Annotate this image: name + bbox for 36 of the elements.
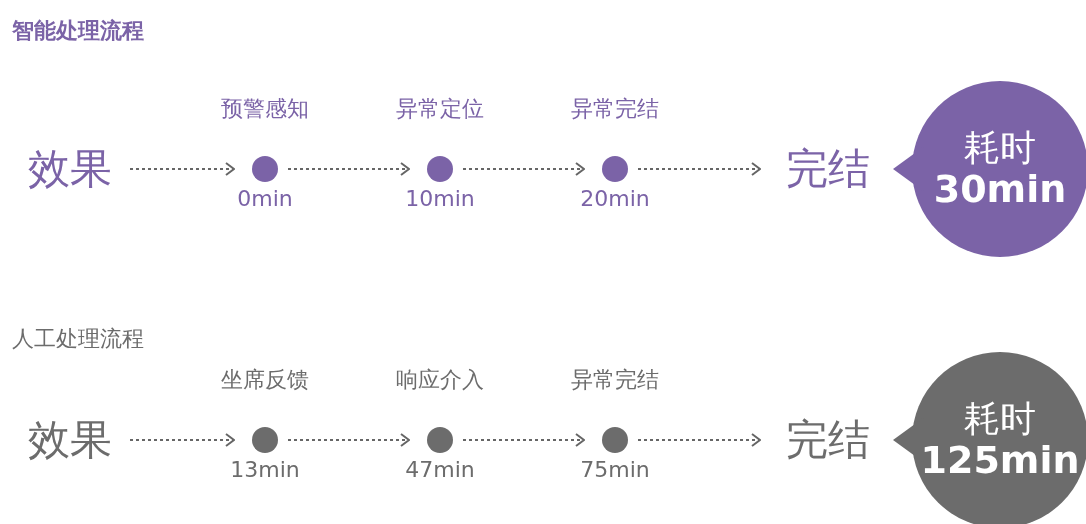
step-dot [252,156,278,182]
step-dot [427,427,453,453]
bubble-title: 耗时 [964,398,1036,439]
step-label: 预警感知 [220,96,310,123]
step-dot [252,427,278,453]
time-label: 0min [236,186,294,213]
step-label: 坐席反馈 [220,367,310,394]
dashed-arrow [287,162,410,176]
duration-value: 125min [920,438,1080,482]
step-label: 异常完结 [570,367,660,394]
section-heading: 智能处理流程 [12,17,144,45]
dashed-arrow [637,162,761,176]
time-label: 75min [579,457,651,484]
time-label: 10min [404,186,476,213]
duration-value: 30min [933,167,1067,211]
step-dot [602,427,628,453]
step-dot [427,156,453,182]
dashed-arrow [129,433,235,447]
step-dot [602,156,628,182]
time-label: 47min [404,457,476,484]
stage-label: 效果 [20,144,120,194]
stage-label: 完结 [778,144,878,194]
stage-label: 完结 [778,415,878,465]
dashed-arrow [462,162,585,176]
time-label: 13min [229,457,301,484]
time-label: 20min [579,186,651,213]
step-label: 响应介入 [395,367,485,394]
stage-label: 效果 [20,415,120,465]
dashed-arrow [462,433,585,447]
section-heading: 人工处理流程 [12,325,144,353]
dashed-arrow [637,433,761,447]
dashed-arrow [287,433,410,447]
dashed-arrow [129,162,235,176]
step-label: 异常定位 [395,96,485,123]
bubble-title: 耗时 [964,127,1036,168]
step-label: 异常完结 [570,96,660,123]
